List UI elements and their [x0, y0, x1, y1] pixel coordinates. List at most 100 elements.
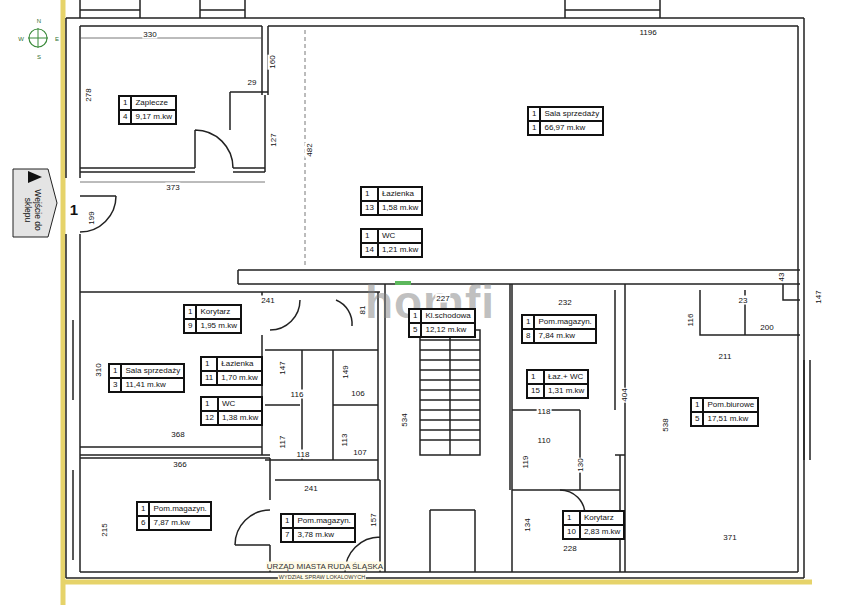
room-label: 1Pom.magazyn.73,78 m.kw — [280, 513, 356, 543]
entrance-number: 1 — [69, 202, 79, 218]
dimension-label: 117 — [278, 435, 287, 450]
room-name: Kl.schodowa — [421, 309, 474, 323]
room-name: Korytarz — [580, 511, 624, 525]
room-label: 1Pom.biurowe517,51 m.kw — [690, 397, 759, 427]
compass — [28, 28, 48, 48]
storey-number: 1 — [119, 96, 131, 110]
storey-number: 1 — [109, 364, 121, 378]
room-number: 5 — [409, 323, 421, 337]
room-label: 1Łaz.+ WC151,31 m.kw — [526, 369, 589, 399]
room-name: Łazienka — [378, 187, 422, 201]
storey-number: 1 — [522, 315, 534, 329]
dimension-label: 106 — [350, 389, 365, 398]
room-number: 5 — [691, 412, 703, 426]
stamp-text: URZĄD MIASTA RUDA ŚLĄSKA — [266, 562, 384, 571]
room-name: Sala sprzedaży — [540, 107, 603, 121]
room-area: 1,58 m.kw — [378, 201, 422, 215]
dimension-label: 330 — [142, 30, 157, 39]
room-label: 1WC141,21 m.kw — [360, 228, 423, 258]
dimension-label: 278 — [84, 87, 93, 102]
storey-number: 1 — [201, 357, 217, 371]
stamp-text: WYDZIAŁ SPRAW LOKALOWYCH — [278, 574, 366, 580]
room-label: 1Łazienka111,70 m.kw — [200, 356, 263, 386]
room-area: 17,51 m.kw — [703, 412, 758, 426]
dimension-label: 149 — [341, 364, 350, 379]
room-area: 1,70 m.kw — [217, 371, 261, 385]
dimension-label: 29 — [247, 78, 258, 87]
room-area: 1,31 m.kw — [544, 384, 588, 398]
dimension-label: 147 — [278, 360, 287, 375]
room-name: Zaplecze — [131, 96, 175, 110]
dimension-label: 368 — [170, 430, 185, 439]
compass-letter: E — [54, 36, 60, 43]
room-name: WC — [218, 397, 262, 411]
dimension-label: 110 — [537, 436, 552, 445]
room-number: 12 — [201, 411, 218, 425]
room-label: 1Sala sprzedaży166,97 m.kw — [527, 106, 604, 136]
compass-letter: N — [36, 18, 42, 25]
room-number: 9 — [184, 319, 196, 333]
dimension-label: 134 — [523, 517, 532, 532]
room-number: 1 — [528, 121, 540, 135]
room-name: WC — [378, 229, 422, 243]
compass-letter: S — [36, 54, 42, 61]
room-area: 7,87 m.kw — [149, 516, 210, 530]
dimension-lines — [80, 30, 305, 268]
dimension-label: 81 — [358, 305, 367, 316]
storey-number: 1 — [184, 305, 196, 319]
room-number: 13 — [361, 201, 378, 215]
room-label: 1Zaplecze49,17 m.kw — [118, 95, 177, 125]
room-name: Pom.magazyn. — [293, 514, 354, 528]
storey-number: 1 — [528, 107, 540, 121]
dimension-label: 116 — [686, 313, 695, 328]
dimension-label: 116 — [290, 390, 305, 399]
dimension-label: 227 — [435, 294, 450, 303]
room-name: Korytarz — [196, 305, 240, 319]
dimension-label: 534 — [400, 412, 409, 427]
room-name: Pom.magazyn. — [149, 502, 210, 516]
room-name: Łazienka — [217, 357, 261, 371]
dimension-label: 241 — [260, 296, 275, 305]
storey-number: 1 — [527, 370, 544, 384]
room-area: 9,17 m.kw — [131, 110, 175, 124]
room-label: 1Pom.magazyn.67,87 m.kw — [136, 501, 212, 531]
room-number: 11 — [201, 371, 217, 385]
room-label: 1WC121,38 m.kw — [200, 396, 263, 426]
room-name: Pom.biurowe — [703, 398, 758, 412]
room-label: 1Łazienka131,58 m.kw — [360, 186, 423, 216]
room-area: 3,78 m.kw — [293, 528, 354, 542]
dimension-label: 130 — [576, 457, 585, 472]
dimension-label: 310 — [94, 362, 103, 377]
entrance-sign: Wejście do sklepu — [12, 168, 58, 238]
room-label: 1Pom.magazyn.87,84 m.kw — [521, 314, 597, 344]
dimension-label: 215 — [100, 522, 109, 537]
entrance-text: Wejście do sklepu — [23, 184, 43, 236]
dimension-label: 199 — [87, 210, 96, 225]
storey-number: 1 — [201, 397, 218, 411]
room-name: Łaz.+ WC — [544, 370, 588, 384]
storey-number: 1 — [691, 398, 703, 412]
room-label: 1Kl.schodowa512,12 m.kw — [408, 308, 476, 338]
room-label: 1Korytarz102,83 m.kw — [562, 510, 625, 540]
dimension-label: 371 — [722, 533, 737, 542]
room-area: 66,97 m.kw — [540, 121, 603, 135]
dimension-label: 43 — [777, 272, 786, 283]
dimension-label: 118 — [537, 407, 552, 416]
room-number: 14 — [361, 243, 378, 257]
dimension-label: 147 — [814, 289, 823, 304]
dimension-label: 157 — [369, 512, 378, 527]
dimension-label: 127 — [269, 132, 278, 147]
room-label: 1Sala sprzedaży311,41 m.kw — [108, 363, 185, 393]
room-area: 12,12 m.kw — [421, 323, 474, 337]
room-number: 4 — [119, 110, 131, 124]
storey-number: 1 — [361, 229, 378, 243]
room-name: Pom.magazyn. — [534, 315, 595, 329]
compass-letter: W — [17, 36, 25, 43]
dimension-label: 160 — [268, 54, 277, 69]
room-name: Sala sprzedaży — [121, 364, 184, 378]
dimension-label: 404 — [620, 387, 629, 402]
dimension-label: 373 — [165, 183, 180, 192]
room-area: 2,83 m.kw — [580, 525, 624, 539]
dimension-label: 119 — [521, 455, 530, 470]
